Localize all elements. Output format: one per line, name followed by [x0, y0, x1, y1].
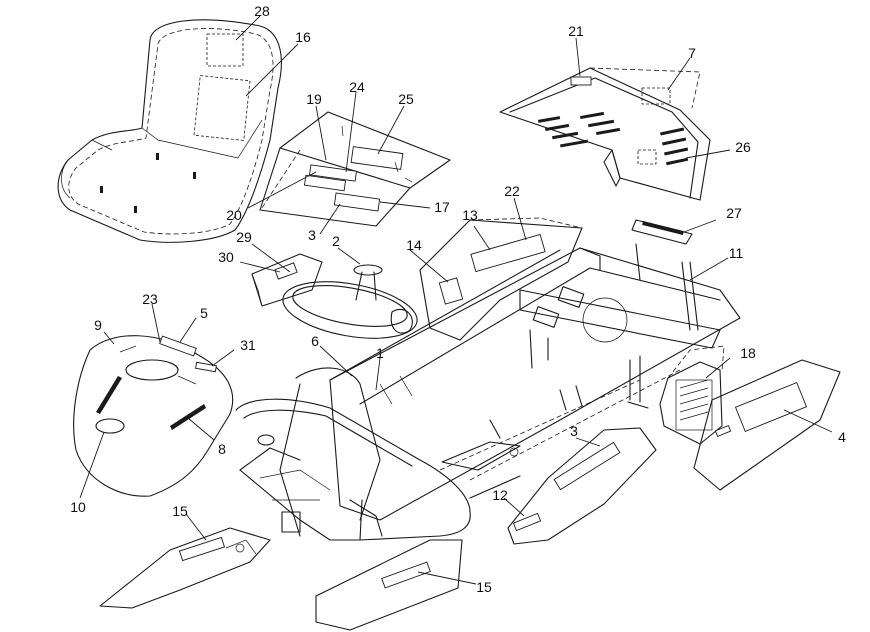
bottom-panel — [315, 539, 463, 631]
left-panel — [99, 527, 271, 609]
callout-6: 6 — [311, 333, 319, 349]
callout-17: 17 — [434, 199, 450, 215]
callout-12: 12 — [492, 487, 508, 503]
callout-24: 24 — [349, 79, 365, 95]
callout-23: 23 — [142, 291, 158, 307]
callout-30: 30 — [218, 249, 234, 265]
callout-14: 14 — [406, 237, 422, 253]
callout-29: 29 — [236, 229, 252, 245]
callout-8: 8 — [218, 441, 226, 457]
callout-18: 18 — [740, 345, 756, 361]
steering-wheel — [282, 264, 418, 339]
fender — [419, 217, 583, 341]
step-plate — [631, 219, 693, 245]
hood-grille — [499, 67, 711, 201]
callout-3-pedal: 3 — [308, 227, 316, 243]
callout-11: 11 — [729, 245, 744, 261]
callout-5: 5 — [200, 305, 208, 321]
main-frame — [235, 243, 741, 541]
leader-lines — [79, 15, 833, 585]
seat — [57, 19, 282, 243]
callout-19: 19 — [306, 91, 322, 107]
callout-22: 22 — [504, 183, 520, 199]
callouts: 28 16 19 24 25 21 7 26 20 17 3 22 13 27 … — [70, 3, 846, 595]
front-cowl — [73, 335, 234, 497]
callout-27: 27 — [726, 205, 742, 221]
rear-fender — [693, 359, 841, 491]
callout-9: 9 — [94, 317, 102, 333]
callout-4: 4 — [838, 429, 846, 445]
callout-31: 31 — [240, 337, 256, 353]
pedal-plate — [259, 111, 451, 227]
hood-vents — [537, 111, 689, 166]
callout-15-left: 15 — [172, 503, 188, 519]
callout-2: 2 — [332, 233, 340, 249]
callout-3-bracket: 3 — [570, 423, 578, 439]
callout-26: 26 — [735, 139, 751, 155]
rear-grille — [659, 345, 725, 445]
console — [251, 253, 323, 307]
callout-20: 20 — [226, 207, 242, 223]
callout-25: 25 — [398, 91, 414, 107]
callout-21: 21 — [568, 23, 584, 39]
callout-7: 7 — [688, 45, 696, 61]
callout-10: 10 — [70, 499, 86, 515]
callout-13: 13 — [462, 207, 478, 223]
callout-16: 16 — [295, 29, 311, 45]
callout-1: 1 — [376, 345, 384, 361]
callout-28: 28 — [254, 3, 270, 19]
callout-15-bottom: 15 — [476, 579, 492, 595]
side-bracket — [507, 427, 657, 545]
